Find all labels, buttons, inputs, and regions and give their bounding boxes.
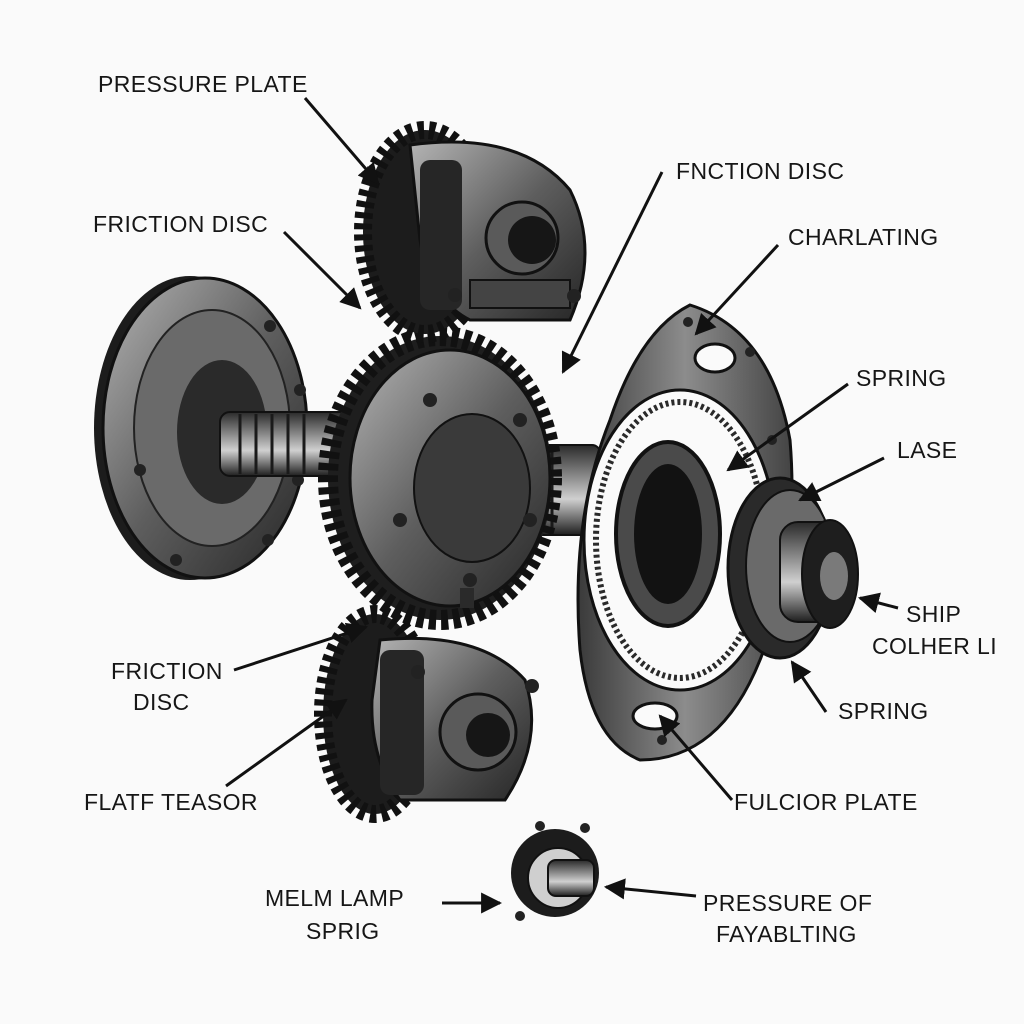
release-bearing bbox=[726, 476, 859, 660]
label-melm-lamp-line1: MELM LAMP bbox=[265, 885, 405, 911]
label-charlating: CHARLATING bbox=[788, 224, 939, 250]
arrow-spring-lower bbox=[790, 660, 828, 713]
central-gear-disc bbox=[318, 326, 562, 630]
arrow-fulcior-plate bbox=[658, 714, 734, 801]
arrow-friction-disc-left bbox=[282, 230, 362, 310]
upper-friction-disc bbox=[354, 121, 587, 343]
label-ship-line1: SHIP bbox=[906, 601, 962, 627]
fulcrum-plate-ring bbox=[576, 303, 794, 762]
lower-friction-disc bbox=[314, 605, 539, 823]
label-lase: LASE bbox=[897, 437, 958, 463]
small-spring-part bbox=[511, 821, 599, 921]
label-pressure-of-line2: FAYABLTING bbox=[716, 921, 857, 947]
label-flatf-teasor: FLATF TEASOR bbox=[84, 789, 258, 815]
label-pressure-plate: PRESSURE PLATE bbox=[98, 71, 308, 97]
arrow-friction-disc-lower bbox=[233, 622, 368, 672]
arrow-fnction-disc bbox=[561, 171, 664, 374]
label-ship-line2: COLHER LI bbox=[872, 633, 998, 659]
arrow-pressure-plate bbox=[303, 97, 380, 185]
label-pressure-of-line1: PRESSURE OF bbox=[703, 890, 873, 916]
label-melm-lamp-line2: SPRIG bbox=[306, 918, 380, 944]
label-friction-disc-left: FRICTION DISC bbox=[93, 211, 269, 237]
leader-arrows bbox=[225, 97, 899, 914]
label-friction-disc-lower-line2: DISC bbox=[133, 689, 190, 715]
label-spring-lower: SPRING bbox=[838, 698, 929, 724]
left-pressure-plate bbox=[94, 276, 309, 580]
arrow-pressure-of bbox=[603, 878, 697, 900]
arrow-ship bbox=[857, 592, 899, 613]
arrow-spring-right bbox=[726, 382, 849, 472]
label-friction-disc-lower-line1: FRICTION bbox=[111, 658, 223, 684]
label-spring-right: SPRING bbox=[856, 365, 947, 391]
label-fulcior-plate: FULCIOR PLATE bbox=[734, 789, 918, 815]
arrow-charlating bbox=[694, 243, 780, 336]
arrow-flatf-teasor bbox=[225, 698, 348, 788]
label-fnction-disc: FNCTION DISC bbox=[676, 158, 845, 184]
arrow-lase bbox=[798, 456, 885, 502]
